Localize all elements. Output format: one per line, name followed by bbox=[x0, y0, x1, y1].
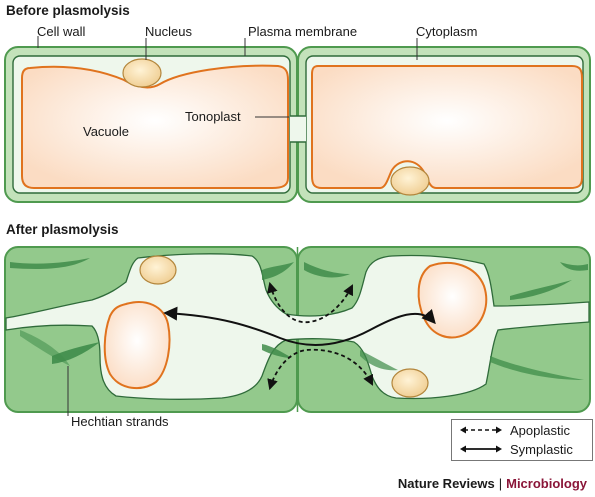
after-cells bbox=[4, 246, 591, 413]
before-plasmolysis-heading: Before plasmolysis bbox=[6, 3, 130, 18]
hechtian-strand bbox=[510, 280, 572, 300]
label-cytoplasm: Cytoplasm bbox=[416, 24, 477, 39]
after-right-nucleus bbox=[391, 368, 429, 398]
publisher-name: Nature Reviews bbox=[397, 476, 495, 491]
label-plasma-membrane: Plasma membrane bbox=[248, 24, 357, 39]
symplastic-legend-arrow-icon bbox=[460, 445, 502, 453]
before-cells bbox=[4, 46, 591, 203]
hechtian-label-group: Hechtian strands bbox=[67, 366, 169, 429]
legend-apoplastic-label: Apoplastic bbox=[510, 423, 570, 438]
after-plasmolysis-heading: After plasmolysis bbox=[6, 222, 119, 237]
after-left-nucleus bbox=[139, 255, 177, 285]
before-plasmodesma bbox=[290, 116, 306, 142]
label-vacuole: Vacuole bbox=[83, 124, 129, 139]
apoplastic-transport-arrow-upper bbox=[267, 281, 353, 323]
label-tonoplast: Tonoplast bbox=[185, 109, 241, 124]
hechtian-strand bbox=[262, 262, 294, 280]
hechtian-strand bbox=[490, 356, 584, 380]
label-cell-wall: Cell wall bbox=[37, 24, 86, 39]
label-hechtian-strands: Hechtian strands bbox=[71, 414, 169, 429]
hechtian-strand bbox=[560, 262, 588, 271]
hechtian-strand bbox=[10, 258, 90, 269]
before-right-nucleus bbox=[390, 166, 430, 196]
hechtian-strand bbox=[360, 350, 398, 371]
hechtian-strand bbox=[304, 262, 350, 278]
legend-symplastic-label: Symplastic bbox=[510, 442, 573, 457]
credit-separator: | bbox=[498, 476, 503, 491]
label-nucleus: Nucleus bbox=[145, 24, 192, 39]
hechtian-strand bbox=[262, 344, 292, 358]
journal-credit: Nature Reviews|Microbiology bbox=[398, 476, 587, 491]
before-left-nucleus bbox=[122, 58, 162, 88]
before-labels: Cell wall Nucleus Plasma membrane Cytopl… bbox=[37, 24, 477, 139]
apoplastic-legend-arrow-icon bbox=[460, 426, 502, 434]
journal-name: Microbiology bbox=[506, 476, 587, 491]
before-right-vacuole bbox=[311, 65, 583, 189]
legend: Apoplastic Symplastic bbox=[451, 419, 593, 461]
hechtian-strand bbox=[20, 330, 70, 366]
symplastic-transport-arrow bbox=[163, 306, 436, 346]
after-left-vacuole bbox=[103, 301, 171, 390]
before-left-vacuole bbox=[21, 64, 289, 189]
after-right-vacuole bbox=[417, 261, 488, 339]
